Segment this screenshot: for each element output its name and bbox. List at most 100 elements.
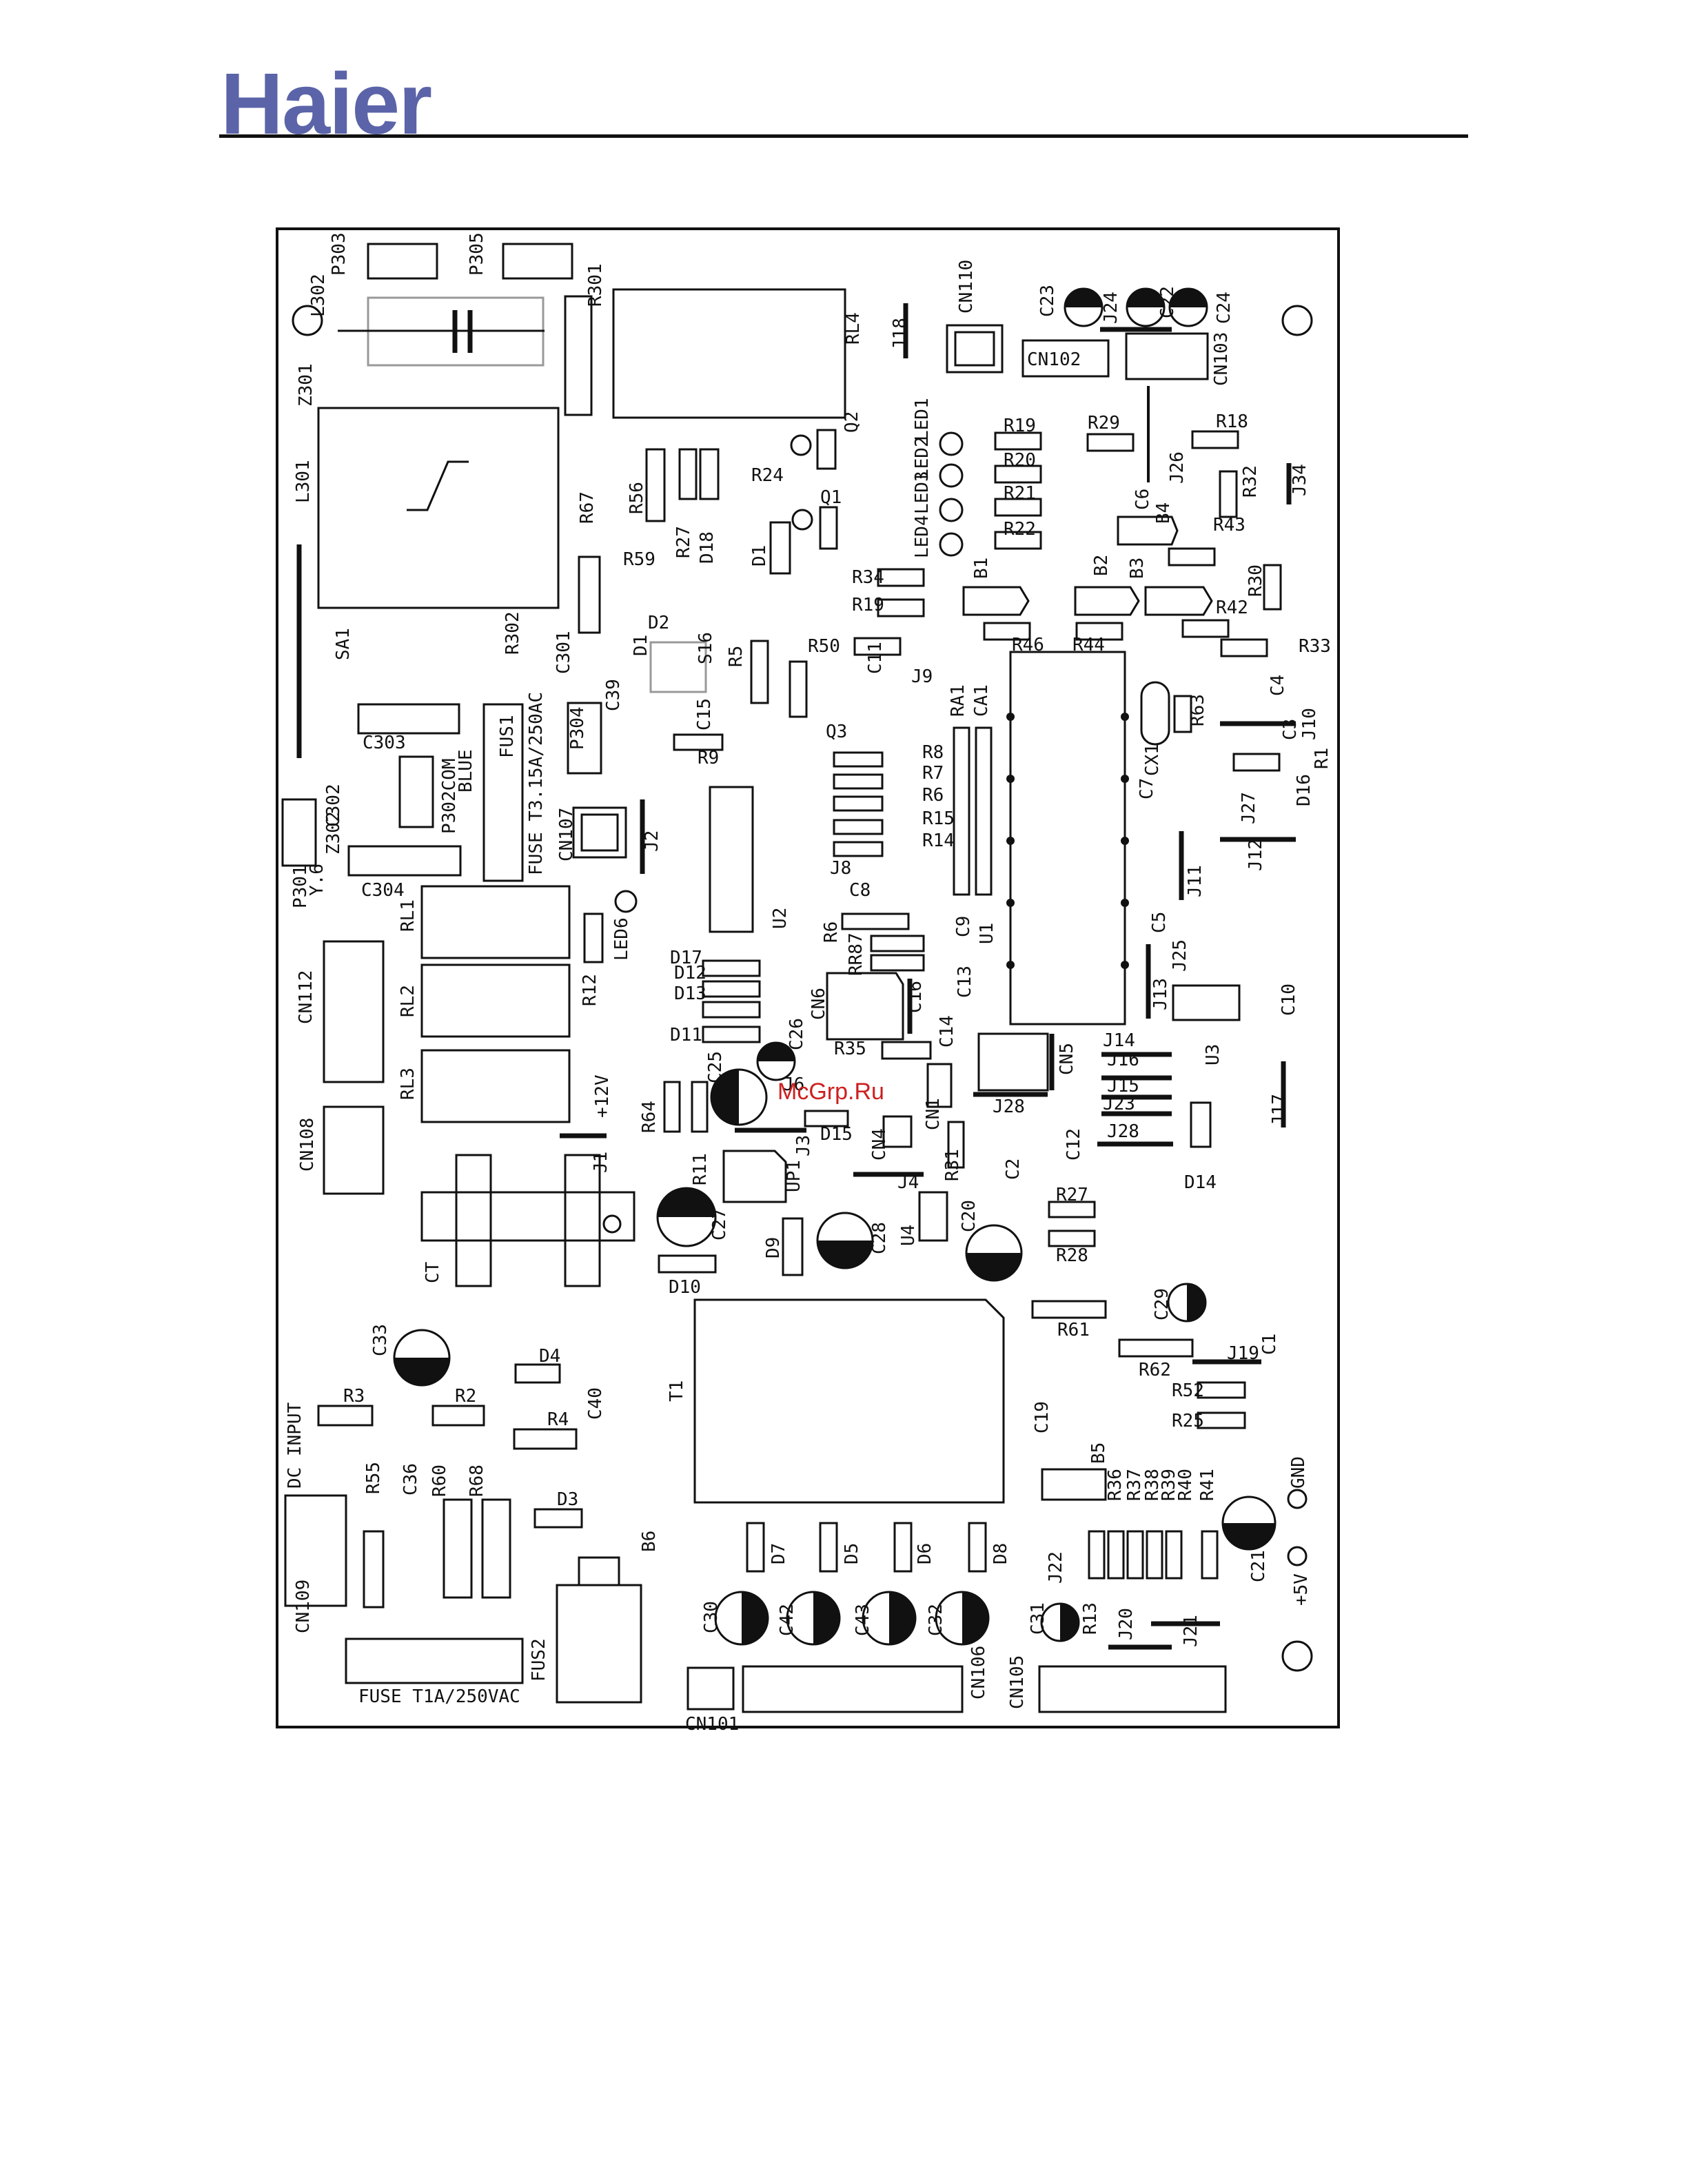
- label-c9: C9: [953, 916, 974, 937]
- b6-heatsink: [556, 1556, 642, 1704]
- label-cn103: CN103: [1211, 332, 1232, 386]
- label-rr87: RR87: [846, 932, 866, 976]
- label-gnd: GND: [1288, 1456, 1309, 1489]
- q1-transistor: [819, 506, 838, 550]
- label-c31: C31: [1028, 1602, 1048, 1635]
- rr87-b: [870, 954, 925, 972]
- label-l301: L301: [293, 460, 314, 503]
- label-r44: R44: [1072, 635, 1105, 655]
- label-c4: C4: [1268, 675, 1288, 696]
- label-j20: J20: [1116, 1608, 1137, 1640]
- label-b6: B6: [639, 1531, 660, 1552]
- label-p305: P305: [467, 232, 487, 276]
- r34-resistor: [877, 568, 925, 587]
- label-r4: R4: [547, 1409, 569, 1430]
- r38-resistor: [1126, 1530, 1144, 1580]
- label-p303: P303: [329, 232, 349, 276]
- label-fuse1: FUSE T3.15A/250AC: [526, 692, 547, 875]
- label-d16: D16: [1294, 774, 1314, 806]
- c32-fill: [962, 1592, 988, 1644]
- label-c26: C26: [786, 1018, 807, 1050]
- label-r62: R62: [1139, 1360, 1171, 1380]
- label-c32: C32: [926, 1604, 946, 1636]
- cn6-regulator: [826, 972, 904, 1041]
- r18-resistor: [1191, 430, 1239, 449]
- label-r64: R64: [639, 1101, 660, 1133]
- label-cn106: CN106: [968, 1646, 989, 1700]
- r27-resistor: [678, 448, 698, 500]
- label-r27b: R27: [1056, 1185, 1088, 1205]
- led6-indicator: [614, 890, 638, 913]
- label-up1: UP1: [784, 1160, 804, 1192]
- label-c14: C14: [937, 1015, 957, 1048]
- l301-core: [407, 460, 469, 511]
- ct-core-b: [564, 1154, 601, 1287]
- label-r301: R301: [585, 263, 606, 307]
- label-y6: Y.6: [307, 864, 327, 896]
- label-r3: R3: [343, 1386, 365, 1407]
- label-c304: C304: [361, 880, 405, 901]
- label-blue: BLUE: [456, 749, 476, 793]
- label-r60: R60: [429, 1464, 450, 1497]
- d4-diode: [514, 1363, 561, 1384]
- r29-resistor: [1086, 433, 1135, 452]
- label-dcinput: DC INPUT: [285, 1402, 305, 1489]
- r33-resistor: [1220, 638, 1268, 657]
- label-cn108: CN108: [297, 1118, 318, 1172]
- c303-capacitor: [357, 703, 460, 735]
- c27-fill: [658, 1188, 715, 1217]
- label-c22: C22: [1157, 286, 1178, 318]
- label-ca1: CA1: [971, 684, 992, 717]
- label-r14: R14: [922, 830, 955, 851]
- c24-fill: [1170, 289, 1207, 307]
- mounting-hole-top-left: [292, 305, 323, 336]
- label-cn107: CN107: [556, 808, 577, 861]
- r6-resistor: [833, 795, 884, 812]
- up1-chip: [722, 1150, 787, 1203]
- r3-resistor: [317, 1405, 374, 1427]
- label-j2: J2: [642, 830, 662, 852]
- r46-resistor: [983, 622, 1031, 641]
- label-cn105: CN105: [1007, 1655, 1028, 1709]
- label-d2: D2: [648, 613, 669, 633]
- label-r21: R21: [1004, 483, 1036, 504]
- label-j19: J19: [1227, 1343, 1259, 1364]
- d1-diode: [769, 521, 791, 575]
- label-d7: D7: [769, 1543, 789, 1564]
- led3-indicator: [939, 498, 964, 522]
- label-j13: J13: [1150, 978, 1171, 1010]
- p301-block: [281, 798, 317, 867]
- label-c33: C33: [370, 1324, 391, 1356]
- r39-resistor: [1146, 1530, 1163, 1580]
- label-c28: C28: [869, 1222, 890, 1254]
- label-j10: J10: [1299, 708, 1320, 740]
- label-p304: P304: [567, 706, 588, 750]
- cn110-connector: [946, 324, 1004, 374]
- r28-resistor: [1048, 1229, 1096, 1247]
- label-j21: J21: [1181, 1615, 1201, 1647]
- u1-pins: [1006, 713, 1129, 969]
- r62-resistor: [1118, 1338, 1194, 1358]
- label-fus2: FUS2: [529, 1638, 549, 1682]
- label-c15: C15: [694, 698, 715, 731]
- b1-chip: [962, 586, 1030, 616]
- r67-resistor: [578, 555, 601, 634]
- label-d4: D4: [539, 1346, 560, 1367]
- label-c7: C7: [1137, 778, 1157, 799]
- brand-logo: Haier: [221, 55, 432, 152]
- label-b4: B4: [1153, 502, 1174, 524]
- led1-indicator: [939, 431, 964, 456]
- r41-resistor: [1201, 1530, 1219, 1580]
- label-r12: R12: [580, 974, 600, 1006]
- p304-block: [567, 702, 602, 775]
- r12-resistor: [583, 912, 604, 963]
- label-d11: D11: [670, 1025, 702, 1045]
- led4-indicator: [939, 532, 964, 557]
- label-j18: J18: [890, 318, 911, 350]
- cn101-connector: [687, 1666, 735, 1711]
- p302com-block: [398, 755, 434, 828]
- label-c30: C30: [701, 1601, 722, 1633]
- label-q2: Q2: [842, 411, 862, 433]
- cn109-connector: [284, 1494, 347, 1607]
- label-c40: C40: [585, 1387, 606, 1420]
